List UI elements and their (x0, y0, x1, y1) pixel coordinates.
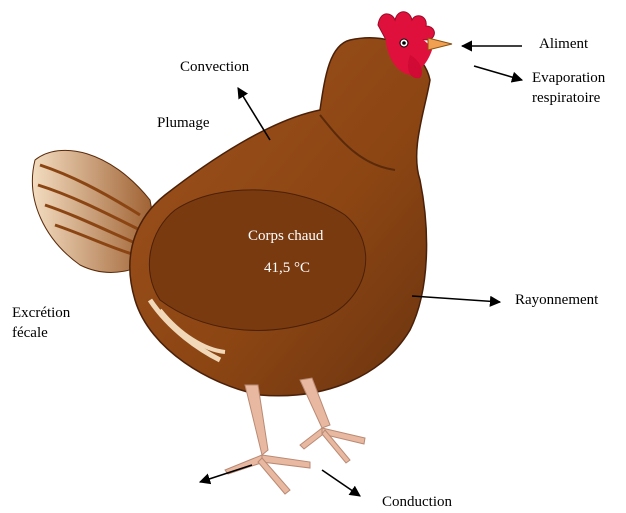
label-temperature: 41,5 °C (264, 258, 310, 278)
hen-beak (428, 38, 452, 50)
arrow-convection (238, 88, 270, 140)
label-rayonnement: Rayonnement (515, 290, 598, 310)
hen-illustration (32, 12, 452, 494)
label-excretion-fecale: Excrétion fécale (12, 303, 70, 343)
hen-wing (149, 190, 365, 331)
arrow-evaporation (474, 66, 522, 80)
label-plumage: Plumage (157, 113, 210, 133)
label-conduction: Conduction (382, 492, 452, 512)
label-aliment: Aliment (539, 34, 588, 54)
label-corps-chaud: Corps chaud (248, 226, 323, 246)
arrow-rayonnement (412, 296, 500, 302)
arrow-conduction-right (322, 470, 360, 496)
arrow-conduction-left (200, 465, 252, 482)
label-evaporation-respiratoire: Evaporation respiratoire (532, 68, 605, 108)
label-convection: Convection (180, 57, 249, 77)
